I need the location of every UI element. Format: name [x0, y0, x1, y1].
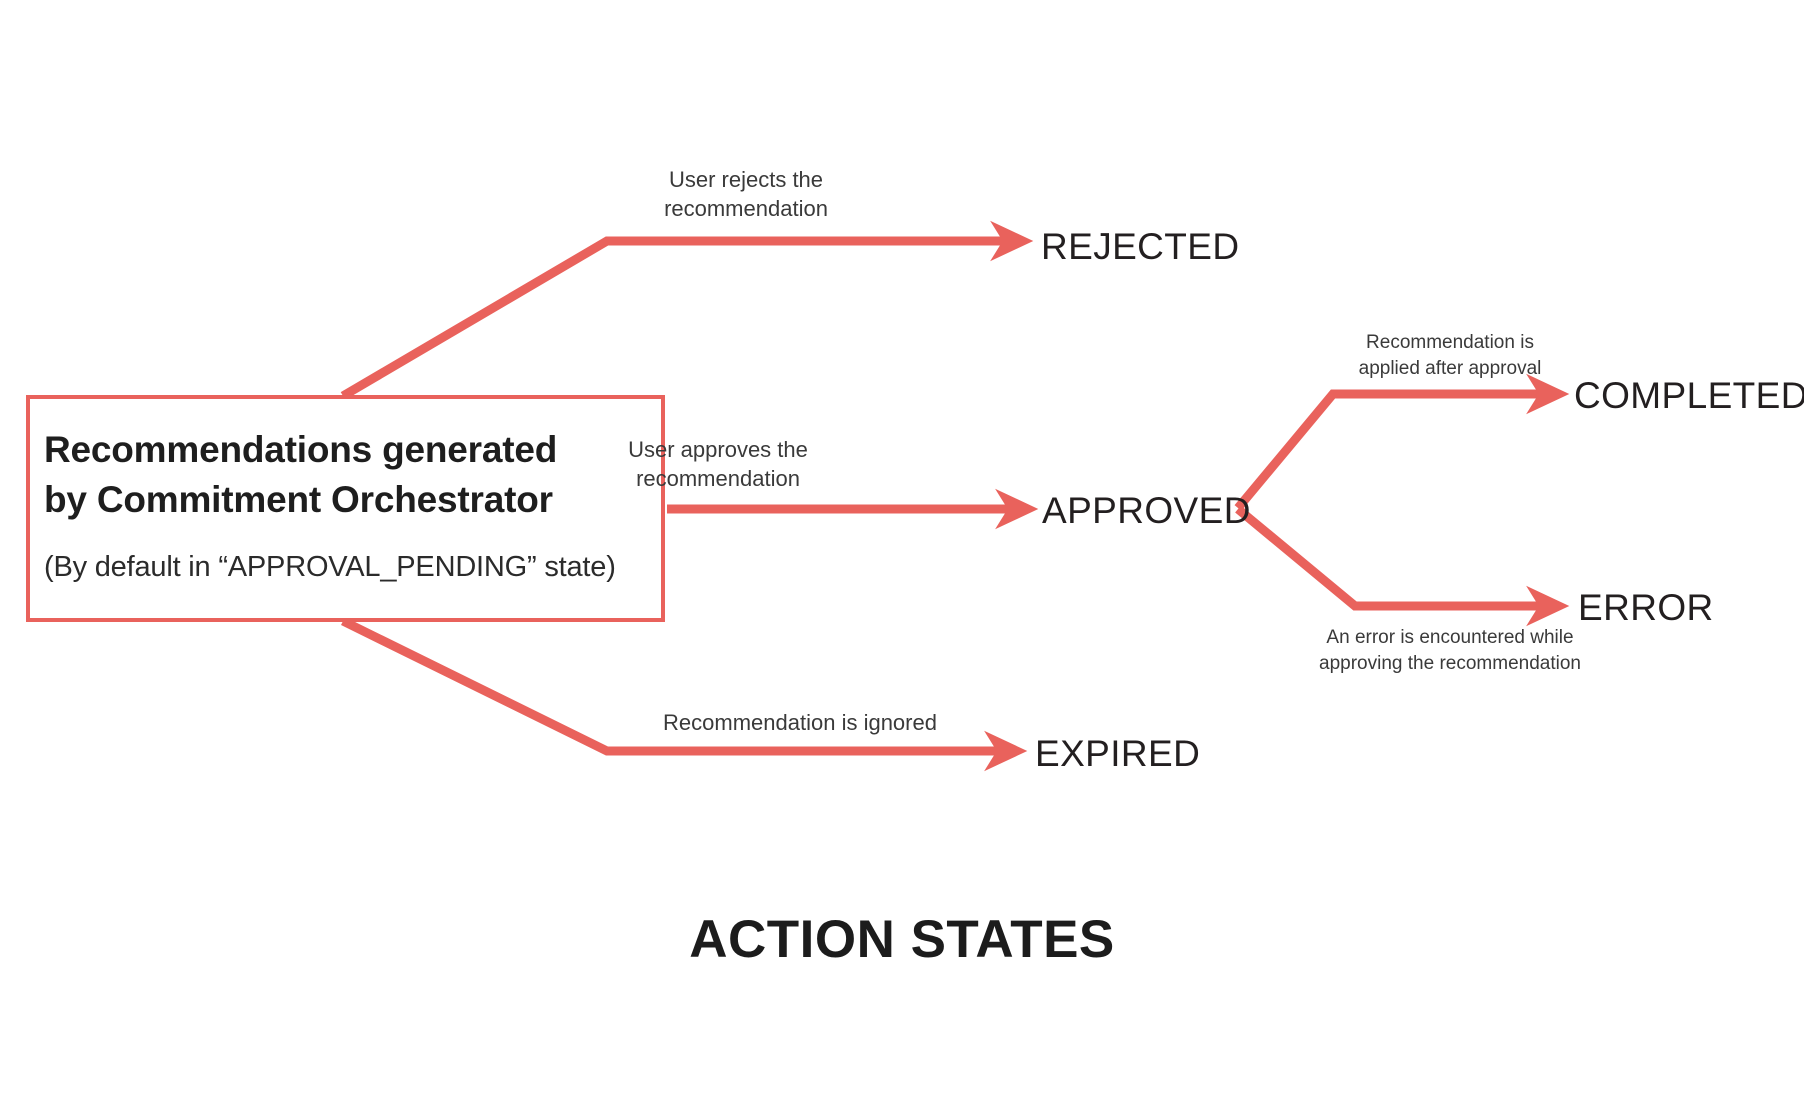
state-node-approved: APPROVED: [1042, 490, 1251, 531]
source-node-subtitle: (By default in “APPROVAL_PENDING” state): [44, 551, 616, 584]
source-node-title-line1: Recommendations generated: [44, 429, 558, 470]
edge-label-to-approved: User approves the recommendation: [578, 435, 858, 494]
edge-label-to-completed: Recommendation is applied after approval: [1330, 330, 1570, 382]
source-node: Recommendations generated by Commitment …: [26, 395, 665, 622]
edge-label-to-approved-line1: User approves the: [628, 437, 808, 462]
diagram-title: ACTION STATES: [689, 910, 1115, 969]
edge-label-to-rejected-line1: User rejects the: [668, 167, 824, 192]
edge-to-rejected: [340, 220, 1034, 400]
edge-label-to-expired-line1: Recommendation is ignored: [663, 710, 937, 735]
edge-label-to-error-line2: approving the recommendation: [1319, 653, 1581, 675]
edge-label-to-error: An error is encountered while approving …: [1300, 625, 1600, 677]
edge-label-to-completed-line2: applied after approval: [1358, 358, 1542, 380]
edge-label-to-approved-line2: recommendation: [636, 466, 800, 492]
source-node-title: Recommendations generated by Commitment …: [44, 425, 647, 524]
source-node-title-line2: by Commitment Orchestrator: [44, 478, 553, 520]
edge-to-completed: [1234, 373, 1570, 511]
edge-label-to-rejected: User rejects the recommendation: [616, 165, 876, 224]
edge-label-to-completed-line1: Recommendation is: [1366, 332, 1534, 353]
edge-to-error: [1235, 505, 1570, 627]
edge-to-expired: [341, 616, 1028, 772]
edge-label-to-expired: Recommendation is ignored: [620, 708, 980, 737]
edge-label-to-rejected-line2: recommendation: [664, 196, 828, 222]
state-node-expired: EXPIRED: [1035, 733, 1201, 774]
state-node-completed: COMPLETED: [1574, 375, 1804, 416]
state-node-rejected: REJECTED: [1041, 226, 1240, 267]
state-node-error: ERROR: [1578, 587, 1714, 628]
edge-label-to-error-line1: An error is encountered while: [1326, 627, 1574, 648]
